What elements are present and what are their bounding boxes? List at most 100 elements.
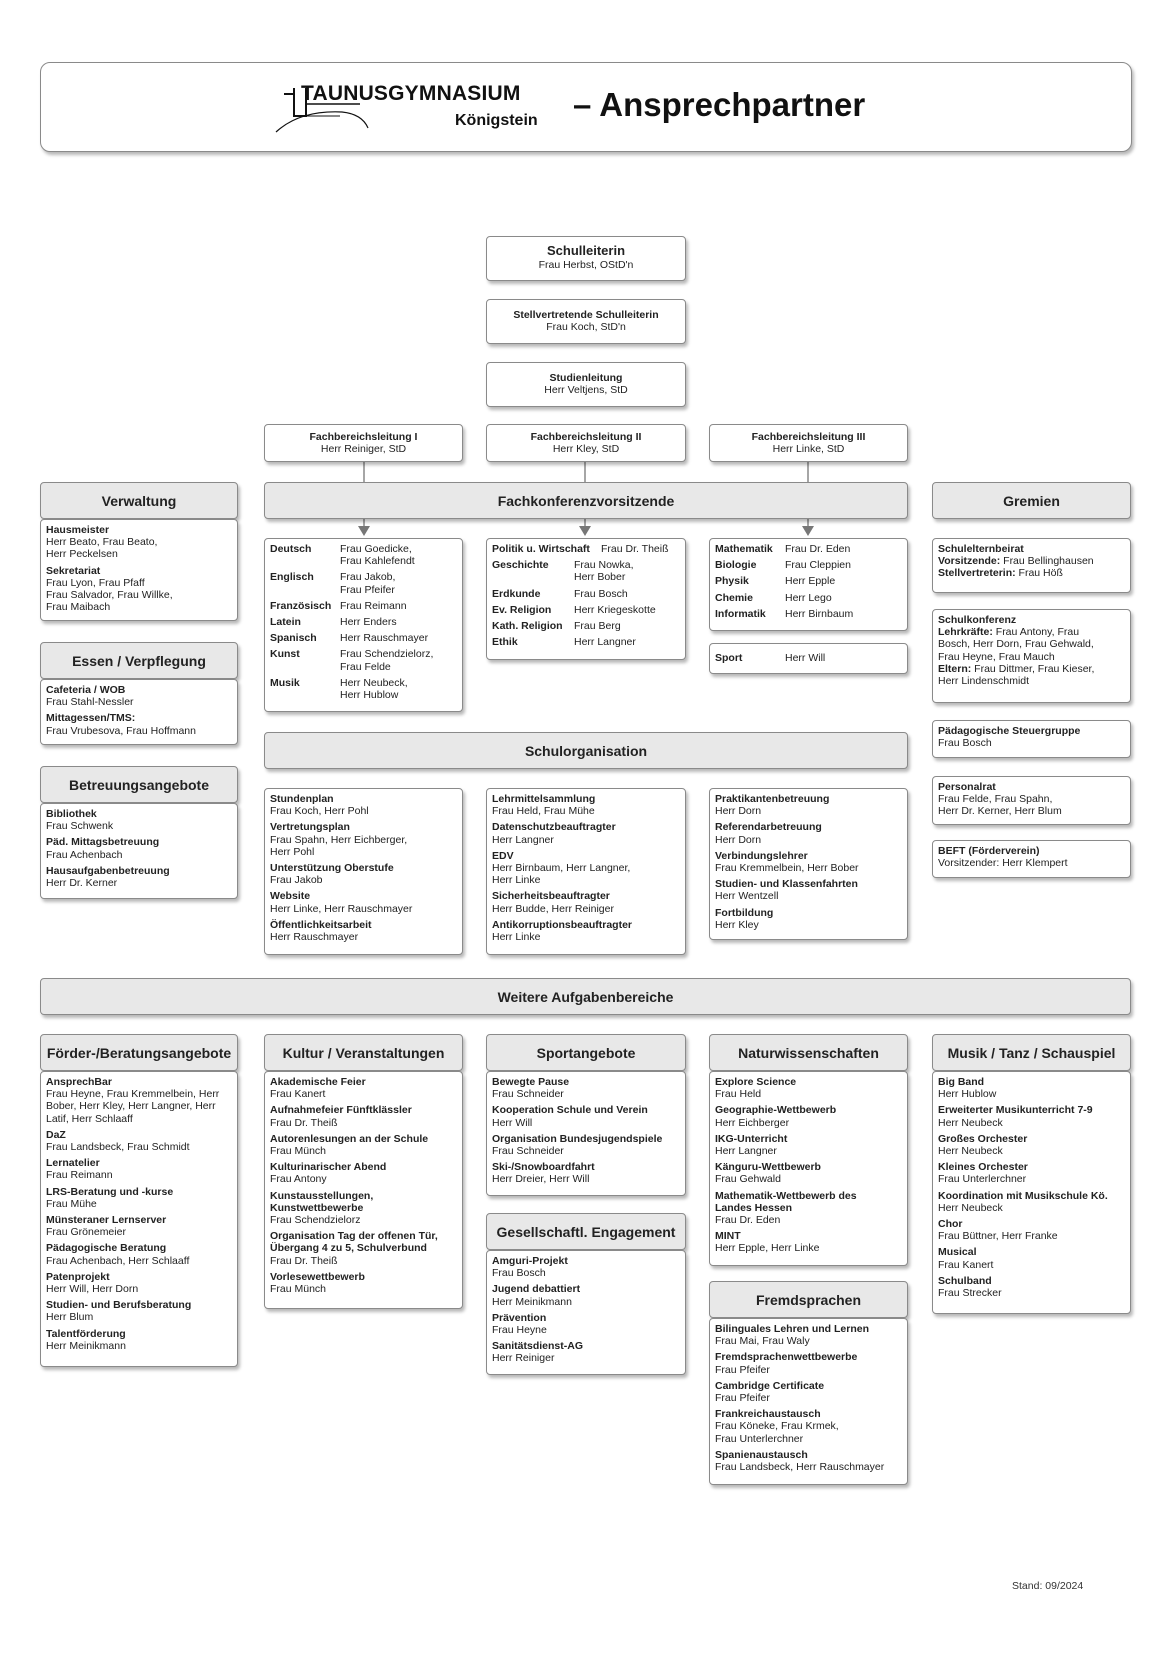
list-item: Koordination mit Musikschule Kö.Herr Neu… [938,1189,1108,1214]
header-sport: Sportangebote [486,1034,686,1071]
logo-name: TAUNUSGYMNASIUM [301,82,521,105]
page-title: – Ansprechpartner [573,86,866,123]
fachbereich-title: Fachbereichsleitung II [530,431,642,443]
header-weitere: Weitere Aufgabenbereiche [40,978,1131,1015]
leader-person: Frau Koch, StD'n [546,321,626,333]
header-musik: Musik / Tanz / Schauspiel [932,1034,1131,1071]
leader-box-stellvertretung: Stellvertretende Schulleiterin Frau Koch… [486,299,686,344]
stand-date: Stand: 09/2024 [1012,1580,1084,1592]
header-kultur: Kultur / Veranstaltungen [264,1034,463,1071]
leader-title: Studienleitung [549,372,623,384]
fachbereich-box-1: Fachbereichsleitung I Herr Reiniger, StD [264,424,463,462]
header-verwaltung: Verwaltung [40,482,238,519]
leader-title: Stellvertretende Schulleiterin [513,309,659,321]
gremium-schulkonferenz: Schulkonferenz Lehrkräfte: Frau Antony, … [932,609,1131,703]
logo-city: Königstein [455,112,538,129]
fachbereich-title: Fachbereichsleitung I [309,431,418,443]
leader-box-schulleiterin: Schulleiterin Frau Herbst, OStD'n [486,236,686,281]
connector-lines [358,462,814,536]
school-logo [275,88,369,133]
header-gesellschaft: Gesellschaftl. Engagement [486,1213,686,1250]
gremium-beft: BEFT (Förderverein) Vorsitzender: Herr K… [932,840,1131,878]
fachbereich-person: Herr Reiniger, StD [320,443,407,455]
list-item: Organisation Tag der offenen Tür, Überga… [270,1230,438,1267]
header-foerder: Förder-/Beratungsangebote [40,1034,238,1071]
header-essen: Essen / Verpflegung [40,642,238,679]
header-gremien: Gremien [932,482,1131,519]
header-fremdsprachen: Fremdsprachen [709,1281,908,1318]
header-banner [40,62,1132,152]
leader-title: Schulleiterin [546,243,626,258]
gremium-steuergruppe: Pädagogische Steuergruppe Frau Bosch [932,720,1131,758]
fachbereich-person: Herr Kley, StD [552,443,620,455]
leader-person: Herr Veltjens, StD [544,384,628,396]
header-schulorganisation: Schulorganisation [264,732,908,769]
leader-box-studienleitung: Studienleitung Herr Veltjens, StD [486,362,686,407]
